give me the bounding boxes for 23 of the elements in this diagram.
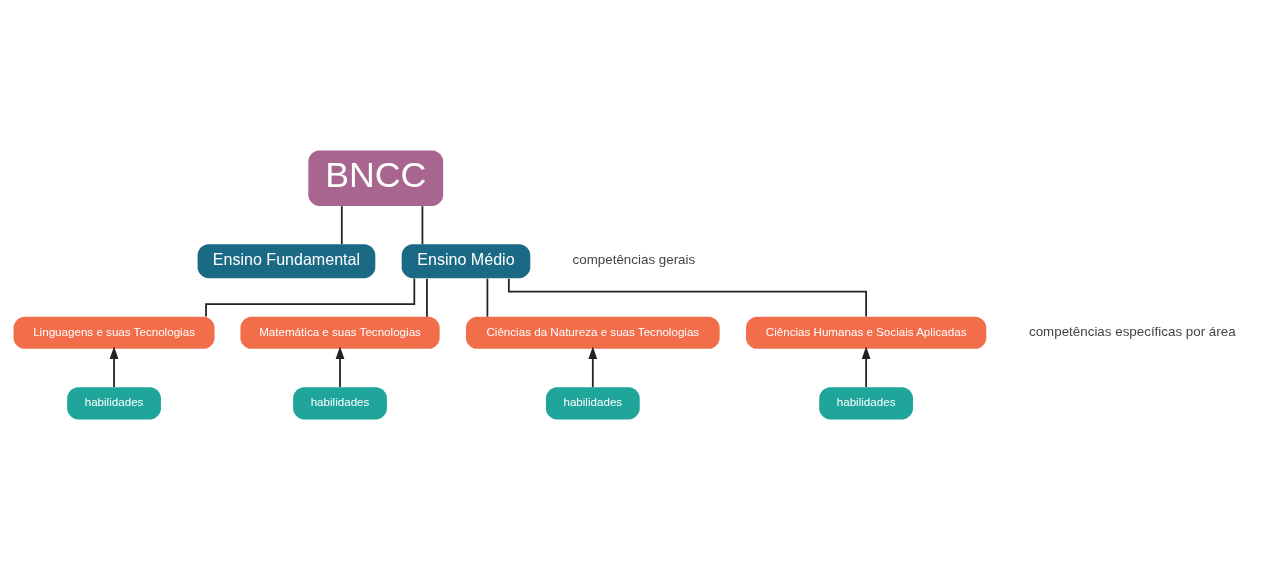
node-box: Ensino Médio bbox=[401, 243, 531, 278]
node-box: habilidades bbox=[293, 386, 387, 419]
node-box: Linguagens e suas Tecnologias bbox=[13, 316, 215, 349]
node-box: habilidades bbox=[67, 386, 161, 419]
arrow bbox=[588, 345, 598, 388]
arrow bbox=[335, 345, 345, 388]
node-box: Ensino Fundamental bbox=[197, 243, 376, 278]
label: competências gerais bbox=[572, 251, 696, 267]
node-box: habilidades bbox=[819, 386, 913, 419]
arrow bbox=[861, 345, 871, 388]
node-box: Matemática e suas Tecnologias bbox=[240, 316, 440, 349]
connector bbox=[507, 277, 868, 317]
connector bbox=[421, 204, 424, 245]
connector bbox=[486, 277, 489, 318]
node-box: BNCC bbox=[308, 150, 444, 206]
node-box: Ciências Humanas e Sociais Aplicadas bbox=[746, 316, 987, 349]
label: competências específicas por área bbox=[1028, 323, 1236, 339]
node-box: Ciências da Natureza e suas Tecnologias bbox=[465, 316, 720, 349]
connector bbox=[340, 204, 343, 245]
node-box: habilidades bbox=[545, 386, 640, 419]
connector bbox=[205, 277, 416, 317]
arrow bbox=[109, 345, 119, 388]
connector bbox=[426, 277, 428, 318]
